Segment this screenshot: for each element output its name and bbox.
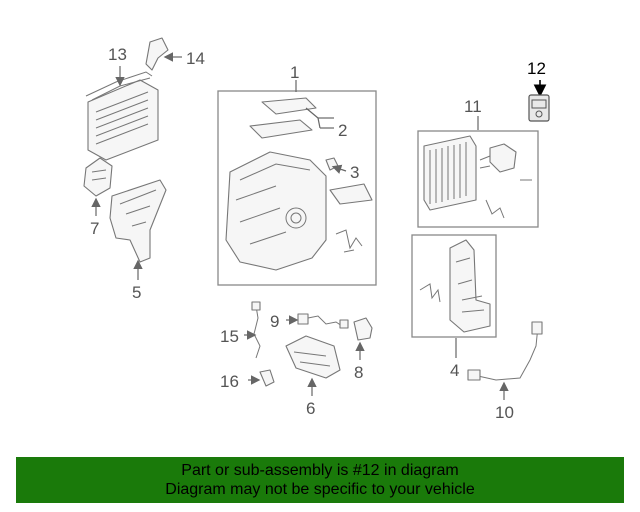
hose-part-15	[251, 301, 261, 359]
callout-3: 3	[350, 163, 359, 182]
callout-5: 5	[132, 283, 141, 302]
assembly-box-4	[411, 234, 497, 338]
banner-line-1: Part or sub-assembly is #12 in diagram	[181, 462, 459, 479]
callout-1: 1	[290, 63, 299, 82]
assembly-box-11	[417, 130, 539, 228]
callout-8: 8	[354, 363, 363, 382]
info-banner: Part or sub-assembly is #12 in diagram D…	[16, 457, 624, 503]
callout-11: 11	[464, 97, 482, 116]
callout-14: 14	[186, 49, 205, 68]
callout-4: 4	[450, 361, 459, 380]
callout-2: 2	[338, 121, 347, 140]
callout-10: 10	[495, 403, 514, 422]
actuator-part-8	[353, 317, 373, 341]
heater-core-part-13	[85, 37, 169, 161]
callout-7: 7	[90, 219, 99, 238]
duct-part-5	[109, 179, 167, 263]
callout-6: 6	[306, 399, 315, 418]
callout-13: 13	[108, 45, 127, 64]
bracket-part-7	[83, 157, 113, 197]
sensor-part-16	[259, 369, 275, 387]
callout-9: 9	[270, 312, 279, 331]
callout-12: 12	[527, 59, 546, 78]
harness-part-10	[467, 321, 543, 381]
case-part-4	[419, 239, 491, 333]
banner-line-2: Diagram may not be specific to your vehi…	[165, 481, 475, 498]
assembly-box-1	[217, 90, 377, 286]
callout-15: 15	[220, 327, 239, 346]
parts-diagram: 13 14 7 5 1 2 3 11	[83, 37, 550, 422]
sensor-part-9	[297, 313, 349, 329]
expansion-valve-part-12	[528, 94, 550, 122]
callout-16: 16	[220, 372, 239, 391]
evaporator-part-11	[423, 135, 532, 219]
heater-unit-part-1	[225, 97, 373, 271]
duct-part-6	[285, 335, 341, 379]
